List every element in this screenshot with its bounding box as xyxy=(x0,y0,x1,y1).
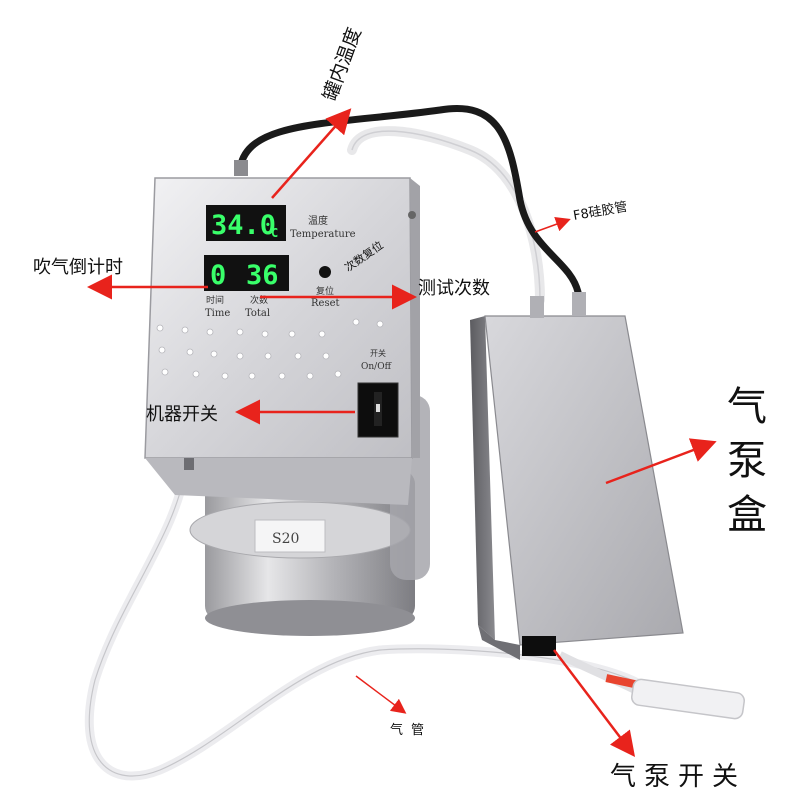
reset-label-cn: 复位 xyxy=(316,285,334,297)
count-label-en: Total xyxy=(245,308,270,319)
label-air-pump-box: 气泵盒 xyxy=(720,385,766,547)
controller-box: 34.0 C 温度 Temperature 0 36 时间 Time 次数 To… xyxy=(144,177,420,505)
arrow-tank-temperature xyxy=(271,108,352,199)
time-label-cn: 时间 xyxy=(206,294,224,306)
temperature-label-cn: 温度 xyxy=(308,214,328,227)
reset-button[interactable] xyxy=(319,266,331,278)
temperature-display xyxy=(206,205,286,241)
temperature-unit: C xyxy=(271,226,278,240)
air-pump-box xyxy=(470,292,684,660)
label-air-pipe: 气管 xyxy=(390,722,432,738)
jar-marking: S20 xyxy=(272,531,299,547)
arrow-f8-tube xyxy=(534,217,571,233)
label-air-pump-switch: 气泵开关 xyxy=(610,762,746,792)
label-machine-switch: 机器开关 xyxy=(146,404,218,425)
arrow-air-pipe xyxy=(355,675,407,714)
time-value: 0 xyxy=(210,260,226,291)
time-label-en: Time xyxy=(205,308,230,319)
temperature-label-en: Temperature xyxy=(290,229,356,240)
switch-label-en: On/Off xyxy=(361,362,392,372)
label-blow-countdown: 吹气倒计时 xyxy=(33,257,123,278)
reset-label-en: Reset xyxy=(311,298,340,309)
time-count-display xyxy=(204,255,289,291)
arrow-air-pump-switch xyxy=(553,649,636,757)
annotation-arrows xyxy=(87,108,717,757)
arrow-air-pump-box xyxy=(605,438,717,485)
black-cable xyxy=(236,105,582,296)
vent-holes xyxy=(156,318,384,380)
count-value: 36 xyxy=(246,260,279,291)
switch-label-cn: 开关 xyxy=(370,348,386,358)
label-test-count: 测试次数 xyxy=(418,278,490,299)
air-outlet-tube xyxy=(558,651,745,720)
temperature-value: 34.0 xyxy=(211,210,276,241)
air-pump-switch[interactable] xyxy=(522,636,556,656)
